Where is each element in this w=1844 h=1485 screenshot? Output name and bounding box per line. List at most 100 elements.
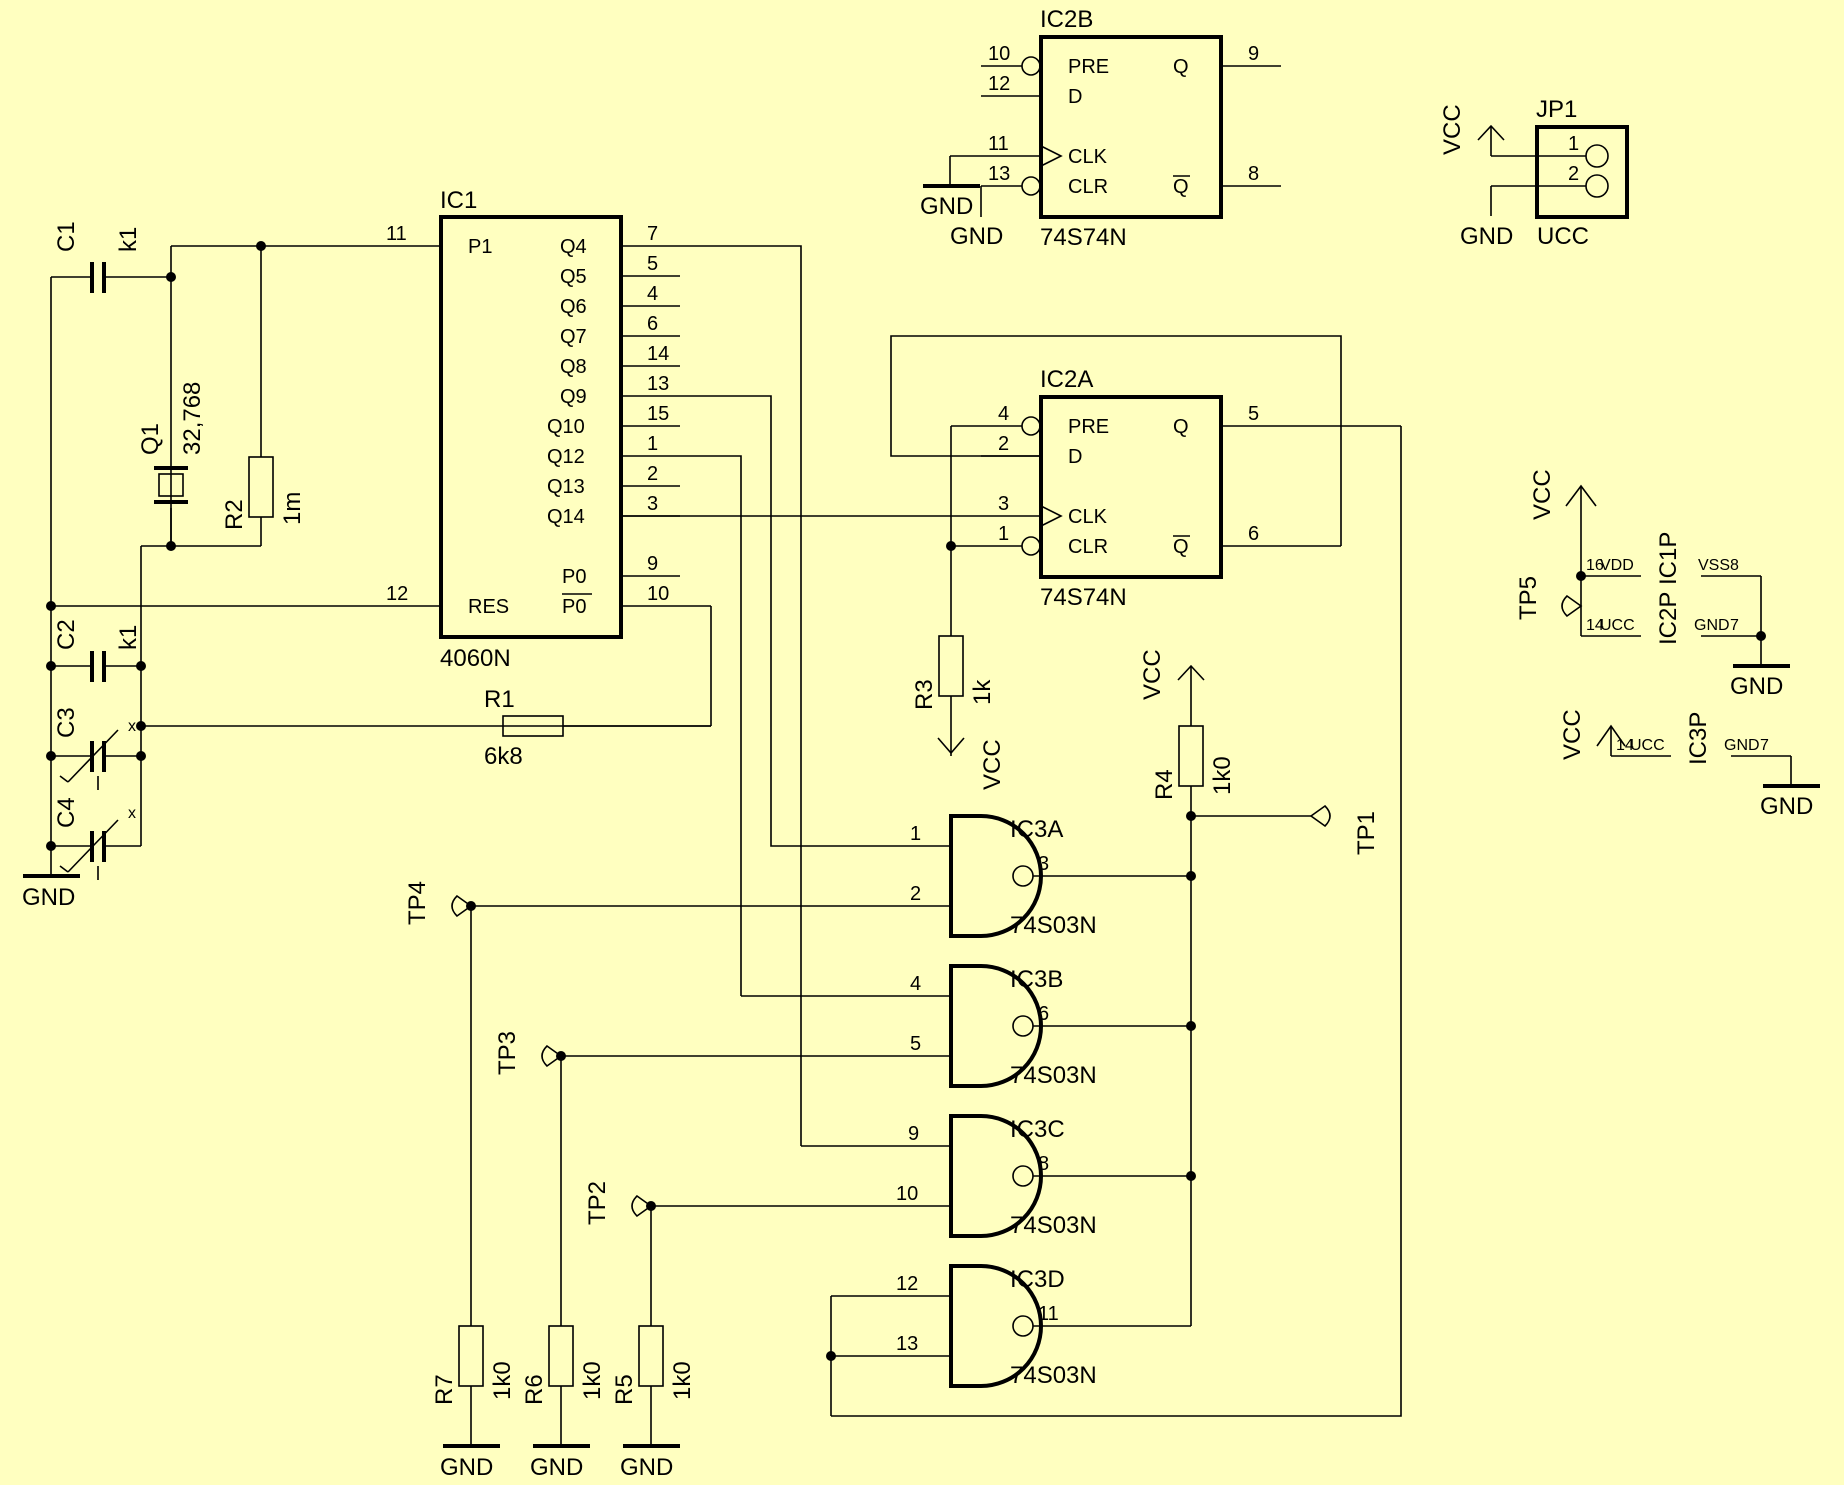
ic3c-ref: IC3C (1010, 1116, 1065, 1143)
ic1-pin-num: 13 (647, 373, 669, 395)
q1-ref: Q1 (137, 423, 164, 455)
ic1-pin-name: Q14 (547, 506, 585, 528)
pin-d: D (1068, 86, 1082, 108)
ic1-pin-name: P0 (562, 596, 586, 618)
ic1p-label: IC1P (1655, 532, 1682, 585)
pin-num: 2 (1568, 163, 1579, 185)
gnd-label: GND (440, 1454, 493, 1481)
vcc-label: VCC (1529, 469, 1556, 520)
c2-value: k1 (115, 625, 142, 650)
ic1-pin-name: Q10 (547, 416, 585, 438)
ic1-pin-num: 7 (647, 223, 658, 245)
ic1-pin-num: 14 (647, 343, 669, 365)
ic3a-value: 74S03N (1010, 912, 1097, 939)
jp1-jumper: JP1 1 2 VCC GND UCC (1439, 96, 1629, 250)
ic2p-label: IC2P (1655, 592, 1682, 645)
pin-num: 14 (1616, 737, 1634, 754)
pin-num: 10 (988, 43, 1010, 65)
vcc-label: VCC (1559, 709, 1586, 760)
vdd-label: VDD (1600, 557, 1634, 574)
ic3b-value: 74S03N (1010, 1062, 1097, 1089)
pin-clr: CLR (1068, 536, 1108, 558)
pin-num: 5 (910, 1033, 921, 1055)
vcc-label: VCC (1439, 104, 1466, 155)
pin-num: 3 (998, 493, 1009, 515)
r5-value: 1k0 (669, 1361, 696, 1400)
gnd-label: GND (1460, 223, 1513, 250)
pin-num: 8 (1248, 163, 1259, 185)
ic1-pin-p1: P1 (468, 236, 492, 258)
pin-q: Q (1173, 416, 1189, 438)
pin-qn: Q (1173, 536, 1189, 558)
pin-num: 2 (998, 433, 1009, 455)
pin-clk: CLK (1068, 506, 1108, 528)
ic1-pin-11: 11 (386, 223, 407, 245)
pin-num: 6 (1248, 523, 1259, 545)
r3-ref: R3 (911, 679, 938, 710)
pin-clk: CLK (1068, 146, 1108, 168)
pin-num: 4 (998, 403, 1009, 425)
ic1-pin-name: Q8 (560, 356, 587, 378)
ic3c-value: 74S03N (1010, 1212, 1097, 1239)
ic3d-ref: IC3D (1010, 1266, 1065, 1293)
pin-num: 13 (988, 163, 1010, 185)
test-points: TP4 R7 1k0 GND TP3 R6 1k0 GND TP2 R5 1k0… (404, 881, 696, 1481)
c1-value: k1 (115, 227, 142, 252)
gnd-label: GND (530, 1454, 583, 1481)
pin-num: 7 (1730, 617, 1739, 634)
r7-ref: R7 (431, 1374, 458, 1405)
ic3a-ref: IC3A (1010, 816, 1063, 843)
ic1-gate-wiring (680, 245, 891, 1146)
pin-num: 10 (896, 1183, 918, 1205)
ic1-pin-res: RES (468, 596, 509, 618)
pin-num: 5 (1248, 403, 1259, 425)
oscillator-section: C1 k1 Q1 32,768 R2 1m C2 k1 C3 x C4 x GN… (22, 221, 711, 911)
power-pins-ic3p: VCC 14 UCC IC3P GND 7 GND (1559, 709, 1820, 820)
ic3b-ref: IC3B (1010, 966, 1063, 993)
r2-ref: R2 (221, 499, 248, 530)
ic2a-flipflop: IC2A 74S74N PRE D CLK CLR Q Q 4 2 3 1 5 … (621, 335, 1401, 611)
gnd-label: GND (1760, 793, 1813, 820)
pin-num: 9 (908, 1123, 919, 1145)
ic2b-ref: IC2B (1040, 6, 1093, 33)
ic1-pin-name: Q9 (560, 386, 587, 408)
ic2b-flipflop: IC2B 74S74N PRE D CLK CLR Q Q 10 12 11 1… (920, 6, 1281, 251)
ic1-pin-num: 3 (647, 493, 658, 515)
pin-clr: CLR (1068, 176, 1108, 198)
pin-pre: PRE (1068, 56, 1109, 78)
r7-value: 1k0 (489, 1361, 516, 1400)
r1-resistor: R1 6k8 (484, 605, 712, 770)
c1-ref: C1 (53, 221, 80, 252)
pin-num: 12 (988, 73, 1010, 95)
gnd-label: GND (22, 884, 75, 911)
pin-num: 9 (1248, 43, 1259, 65)
pin-num: 14 (1586, 617, 1604, 634)
ic3p-label: IC3P (1685, 712, 1712, 765)
jp1-ref: JP1 (1536, 96, 1577, 123)
ic1-ref: IC1 (440, 187, 477, 214)
ic1-pin-name: Q4 (560, 236, 587, 258)
pin-num: 1 (998, 523, 1009, 545)
ic1-pin-name: Q13 (547, 476, 585, 498)
ic1-pin-name: Q5 (560, 266, 587, 288)
ic1-4060n: IC1 4060N 11 P1 12 RES 7Q4 5Q5 4Q6 6Q7 1… (363, 187, 680, 672)
power-pins-ic2p: VCC TP5 16 VDD 14 UCC IC1P IC2P VSS 8 GN… (1515, 469, 1790, 700)
vcc-label: VCC (1139, 649, 1166, 700)
ic2a-ref: IC2A (1040, 366, 1093, 393)
ic1-pin-num: 1 (647, 433, 658, 455)
r2-value: 1m (279, 492, 306, 525)
ic1-value: 4060N (440, 645, 511, 672)
ic1-pin-num: 2 (647, 463, 658, 485)
r5-ref: R5 (611, 1374, 638, 1405)
r6-ref: R6 (521, 1374, 548, 1405)
ucc-label: UCC (1537, 223, 1589, 250)
pin-pre: PRE (1068, 416, 1109, 438)
pin-num: 6 (1038, 1003, 1049, 1025)
r4-ref: R4 (1151, 769, 1178, 800)
r4-value: 1k0 (1209, 756, 1236, 795)
ucc-label: UCC (1630, 737, 1665, 754)
pin-num: 7 (1760, 737, 1769, 754)
pin-num: 11 (1038, 1303, 1059, 1325)
